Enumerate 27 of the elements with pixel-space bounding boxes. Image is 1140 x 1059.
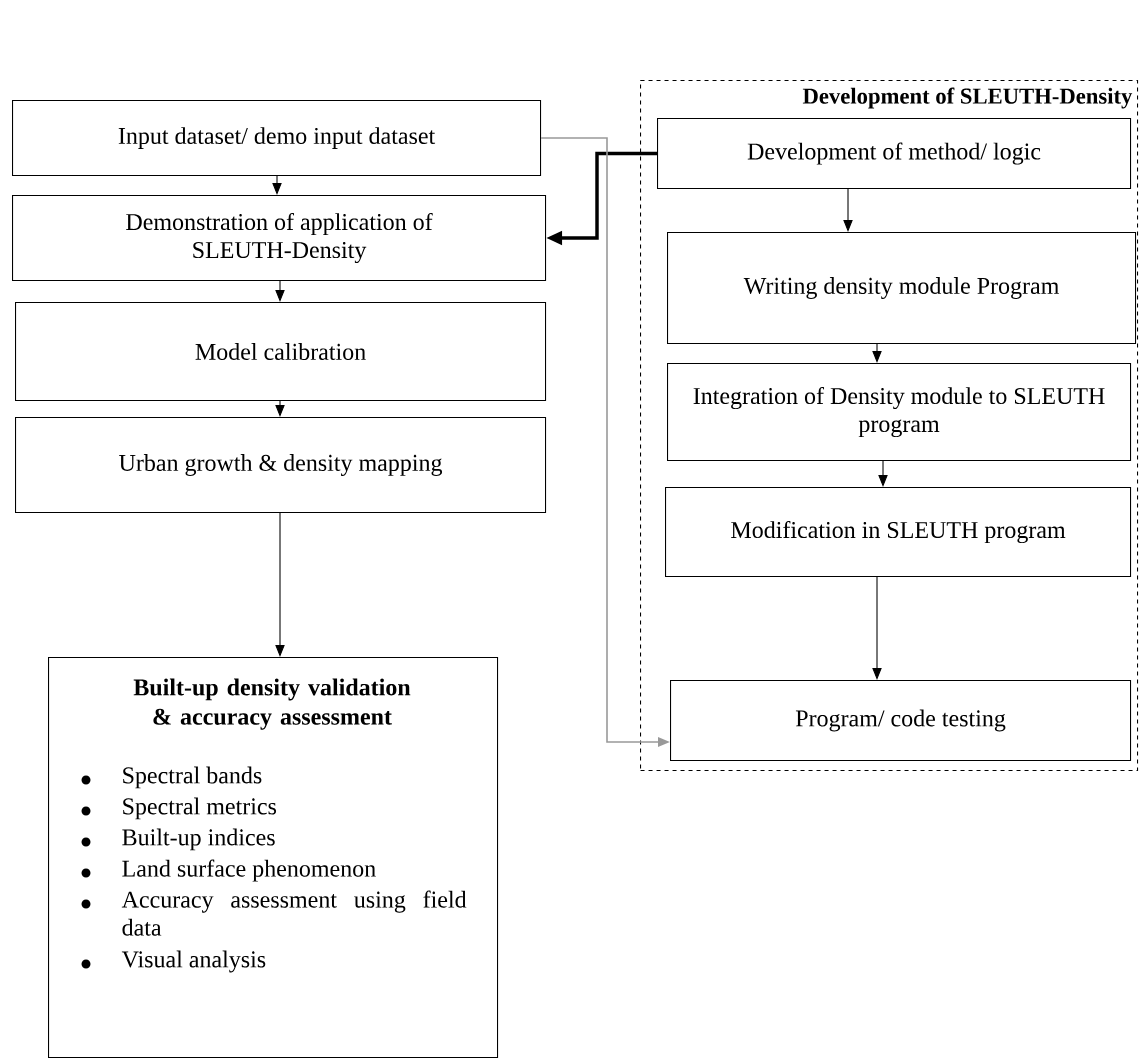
process-box: Writing density module Program [667, 232, 1137, 345]
process-box: Input dataset/ demo input dataset [12, 100, 542, 177]
bullet-item: Spectral metrics [123, 797, 277, 820]
bullet-item: Built-up indices [122, 828, 275, 851]
process-box: Program/ code testing [670, 680, 1132, 762]
bullet-item: Accuracy assessment using field data [121, 890, 467, 936]
arrow [843, 188, 853, 232]
bullet-item: Spectral bands [123, 766, 262, 789]
process-box: Model calibration [15, 302, 547, 402]
arrow [275, 400, 285, 417]
process-box: Modification in SLEUTH program [665, 487, 1132, 578]
arrow [275, 512, 285, 657]
arrow [872, 576, 882, 680]
process-box: Integration of Density module to SLEUTH program [667, 363, 1132, 462]
panel-heading: Built-up density validation & accuracy assessment [133, 678, 411, 730]
group-heading: Development of SLEUTH-Density [802, 87, 1133, 109]
arrow [275, 280, 285, 302]
panel-box [48, 657, 499, 1059]
process-box: Demonstration of application of SLEUTH-Density [12, 195, 547, 282]
process-box: Development of method/ logic [657, 118, 1132, 190]
process-box: Urban growth & density mapping [15, 417, 547, 514]
bullet-item: Land surface phenomenon [122, 859, 376, 882]
group-frame [640, 80, 1139, 772]
arrow [872, 343, 882, 363]
bullet-item: Visual analysis [121, 950, 266, 973]
arrow [878, 460, 888, 487]
arrow [272, 175, 282, 195]
